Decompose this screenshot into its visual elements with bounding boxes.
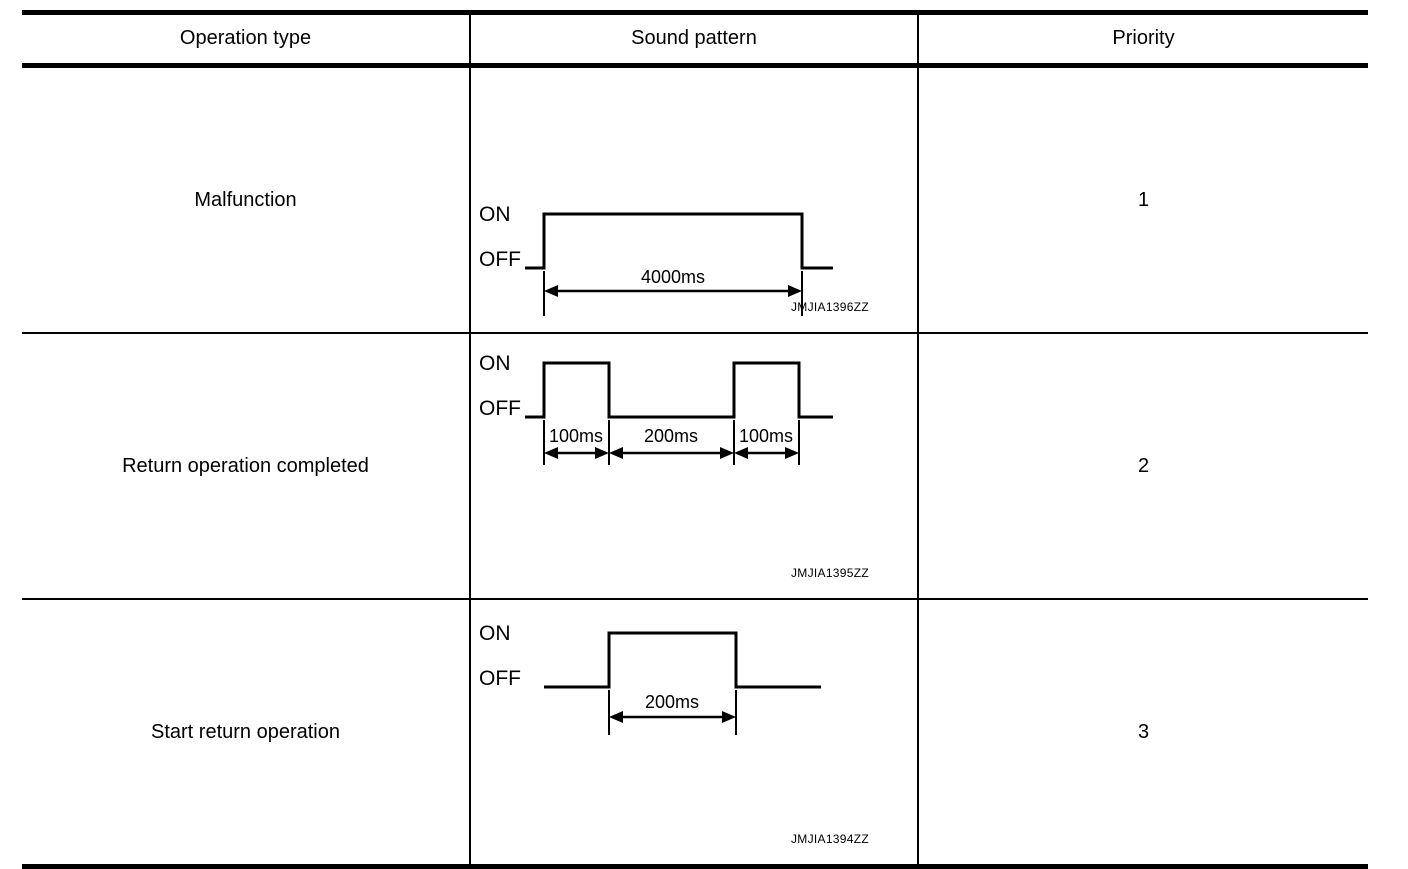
waveform-svg: ON OFF 200ms bbox=[479, 622, 821, 735]
arrow-head-1-right bbox=[595, 447, 609, 459]
waveform-off-label: OFF bbox=[479, 667, 521, 690]
dimension-label-100ms-first: 100ms bbox=[549, 426, 603, 446]
figure-code: JMJIA1395ZZ bbox=[791, 566, 869, 580]
arrow-head-right bbox=[722, 711, 736, 723]
column-header-priority: Priority bbox=[917, 10, 1368, 68]
figure-code: JMJIA1394ZZ bbox=[791, 832, 869, 846]
cell-priority: 2 bbox=[917, 333, 1368, 600]
cell-operation-type: Start return operation bbox=[22, 599, 470, 869]
waveform-svg: ON OFF 4000ms bbox=[479, 203, 833, 316]
waveform-trace bbox=[525, 212, 833, 270]
column-header-sound-pattern: Sound pattern bbox=[469, 10, 918, 68]
cell-sound-pattern: ON OFF 4000ms bbox=[469, 65, 918, 334]
waveform-off-label: OFF bbox=[479, 248, 521, 271]
table-row: Malfunction ON OFF bbox=[22, 65, 1368, 334]
waveform-malfunction: ON OFF 4000ms bbox=[471, 68, 917, 332]
dimension-label-4000ms: 4000ms bbox=[641, 267, 705, 287]
cell-sound-pattern: ON OFF bbox=[469, 333, 918, 600]
arrow-head-right bbox=[788, 285, 802, 297]
dimension-label-200ms: 200ms bbox=[644, 426, 698, 446]
waveform-on-label: ON bbox=[479, 622, 511, 645]
waveform-svg: ON OFF bbox=[479, 352, 833, 465]
waveform-start-return-operation: ON OFF 200ms JMJIA1394ZZ bbox=[471, 600, 917, 864]
arrow-head-2-right bbox=[720, 447, 734, 459]
sound-pattern-table: Operation type Sound pattern Priority Ma… bbox=[22, 10, 1368, 869]
column-header-operation-type: Operation type bbox=[22, 10, 470, 68]
cell-priority: 1 bbox=[917, 65, 1368, 334]
arrow-head-3-left bbox=[734, 447, 748, 459]
table-header: Operation type Sound pattern Priority bbox=[22, 10, 1368, 68]
figure-code: JMJIA1396ZZ bbox=[791, 300, 869, 314]
dimension-label-200ms: 200ms bbox=[645, 692, 699, 712]
arrow-head-3-right bbox=[785, 447, 799, 459]
cell-sound-pattern: ON OFF 200ms JMJIA1394ZZ bbox=[469, 599, 918, 869]
waveform-trace bbox=[525, 361, 833, 419]
table-row: Return operation completed ON OFF bbox=[22, 333, 1368, 600]
cell-priority: 3 bbox=[917, 599, 1368, 869]
dimension-label-100ms-second: 100ms bbox=[739, 426, 793, 446]
waveform-return-operation-completed: ON OFF bbox=[471, 334, 917, 598]
table-body: Malfunction ON OFF bbox=[22, 65, 1368, 869]
waveform-on-label: ON bbox=[479, 203, 511, 226]
cell-operation-type: Return operation completed bbox=[22, 333, 470, 600]
waveform-on-label: ON bbox=[479, 352, 511, 375]
arrow-head-1-left bbox=[544, 447, 558, 459]
cell-operation-type: Malfunction bbox=[22, 65, 470, 334]
header-row: Operation type Sound pattern Priority bbox=[22, 10, 1368, 68]
waveform-off-label: OFF bbox=[479, 397, 521, 420]
arrow-head-2-left bbox=[609, 447, 623, 459]
arrow-head-left bbox=[609, 711, 623, 723]
table-row: Start return operation ON OFF bbox=[22, 599, 1368, 869]
arrow-head-left bbox=[544, 285, 558, 297]
waveform-trace bbox=[544, 631, 821, 689]
